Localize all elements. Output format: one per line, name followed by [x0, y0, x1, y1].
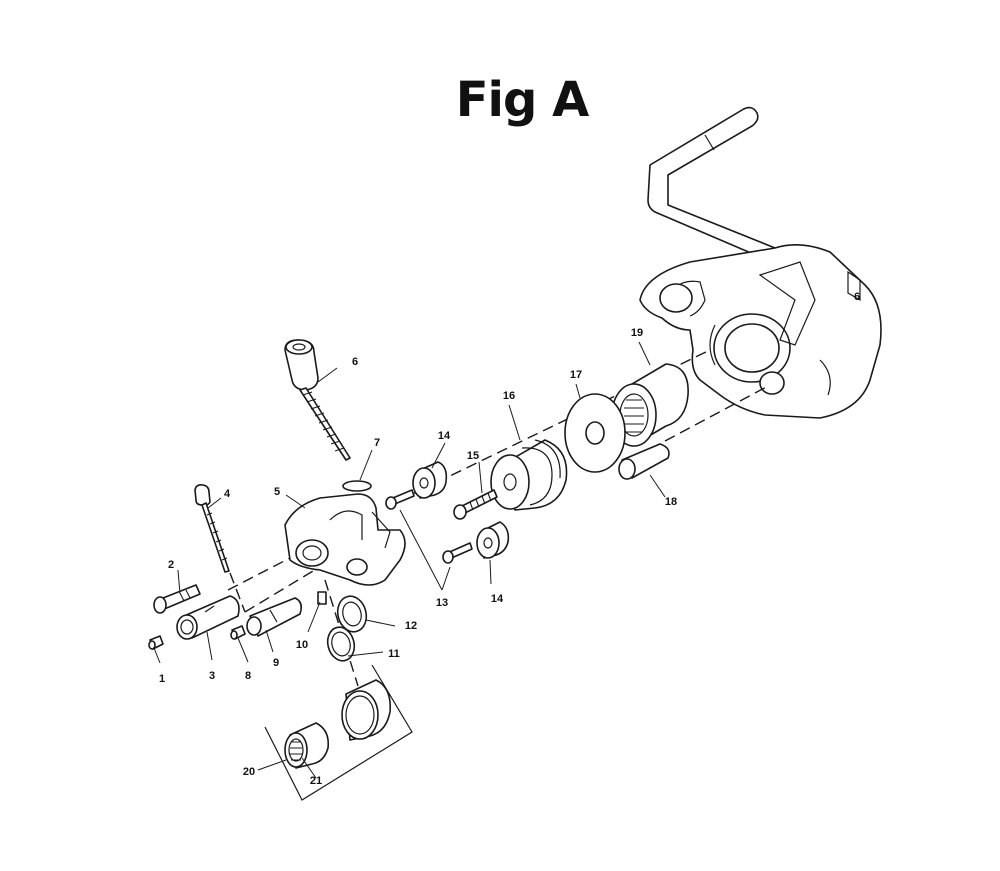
main-frame — [639, 244, 882, 419]
callout-4: 4 — [224, 488, 231, 500]
callout-6-screw: 6 — [352, 356, 358, 368]
callout-6-frame: 6 — [854, 291, 860, 303]
part-21-needle-bearing — [284, 722, 330, 769]
part-15-cap-screw — [453, 489, 498, 520]
callout-17: 17 — [570, 369, 582, 381]
part-6-feed-screw — [284, 339, 351, 461]
callout-14-upper: 14 — [438, 430, 451, 442]
callout-9: 9 — [273, 657, 279, 669]
part-2-shoulder-bolt — [153, 584, 201, 614]
part-8-set-screw — [230, 625, 246, 640]
part-18-shaft-pin — [618, 443, 670, 480]
part-14-guide-roller-upper — [412, 461, 448, 499]
part-13-cap-screw-upper — [385, 489, 415, 510]
callout-19: 19 — [631, 327, 643, 339]
part-10-spring — [317, 591, 327, 605]
part-16-roller — [490, 439, 568, 511]
callout-20: 20 — [243, 766, 255, 778]
callout-8: 8 — [245, 670, 251, 682]
callout-11: 11 — [388, 648, 400, 660]
part-17-thrust-washer — [564, 393, 626, 473]
part-14-guide-roller-lower — [476, 521, 510, 559]
callout-12: 12 — [405, 620, 417, 632]
callout-15: 15 — [467, 450, 479, 462]
part-11-snap-ring — [326, 626, 356, 662]
callout-5: 5 — [274, 486, 280, 498]
part-1-set-screw — [148, 635, 164, 650]
callout-2: 2 — [168, 559, 174, 571]
part-20-roller-assembly — [264, 664, 413, 801]
crank-handle — [647, 106, 781, 263]
callout-16: 16 — [503, 390, 515, 402]
part-3-bushing — [176, 595, 240, 640]
callout-13: 13 — [436, 597, 448, 609]
callout-7: 7 — [374, 437, 380, 449]
part-4-bolt — [194, 484, 230, 573]
part-5-roller-arm — [284, 493, 406, 586]
callout-18: 18 — [665, 496, 677, 508]
figure-title: Fig A — [455, 72, 589, 128]
callout-leader-lines — [153, 341, 666, 779]
callout-3: 3 — [209, 670, 215, 682]
callout-21: 21 — [310, 775, 322, 787]
callout-10: 10 — [296, 639, 308, 651]
part-13-cap-screw-lower — [442, 542, 473, 564]
callout-1: 1 — [159, 673, 165, 685]
callout-labels: 1 2 3 4 5 6 6 7 8 9 10 11 12 13 14 14 15… — [159, 291, 860, 787]
part-12-washer — [336, 595, 368, 633]
callout-14-lower: 14 — [491, 593, 504, 605]
part-9-eccentric-shaft — [246, 597, 302, 637]
part-7-o-ring — [342, 480, 372, 492]
